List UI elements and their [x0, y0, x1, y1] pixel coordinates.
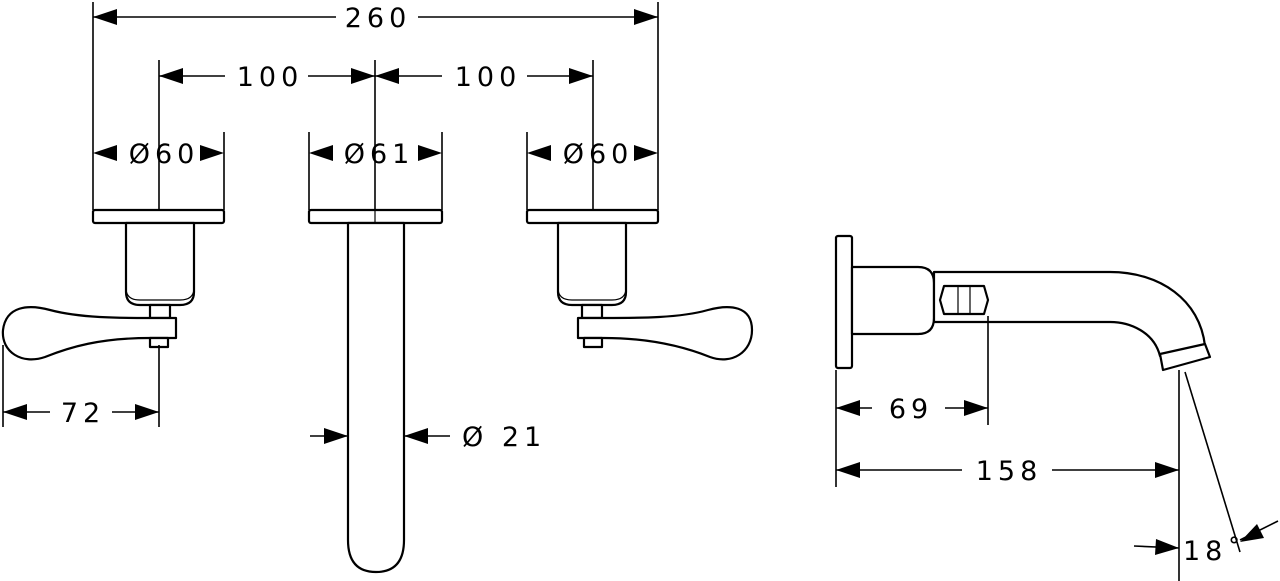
right-rosette	[525, 208, 660, 225]
left-valve-front-view	[1, 208, 226, 361]
left-rosette	[91, 208, 226, 225]
side-lever-hub	[938, 284, 990, 316]
dim-left-spacing: 100	[237, 62, 304, 93]
right-lever-handle	[576, 306, 754, 361]
spout-tube	[346, 221, 406, 574]
dim-handle-length: 72	[61, 398, 105, 429]
side-rosette	[834, 234, 854, 370]
dim-spout-projection: 158	[976, 456, 1043, 487]
side-body	[850, 265, 936, 336]
right-valve-body	[556, 221, 628, 307]
dim-overall-width: 260	[345, 3, 412, 34]
dim-spout-dia: Ø 21	[462, 422, 546, 453]
dim-right-rosette-dia: Ø60	[563, 139, 634, 170]
dim-spout-angle: 18˚	[1183, 536, 1246, 567]
right-valve-front-view	[525, 208, 754, 361]
dim-center-rosette-dia: Ø61	[344, 139, 415, 170]
spout-side-view	[834, 234, 1212, 372]
side-spout-tip	[1158, 342, 1212, 372]
left-valve-body	[124, 221, 196, 307]
dim-left-rosette-dia: Ø60	[129, 139, 200, 170]
center-spout-front-view	[307, 208, 444, 574]
dimension-labels: 260 100 100 Ø60 Ø61 Ø60 72 Ø 21 69 158 1…	[61, 3, 1246, 567]
dim-rosette-to-handle: 69	[889, 394, 933, 425]
dim-right-spacing: 100	[455, 62, 522, 93]
left-lever-handle	[1, 306, 178, 361]
